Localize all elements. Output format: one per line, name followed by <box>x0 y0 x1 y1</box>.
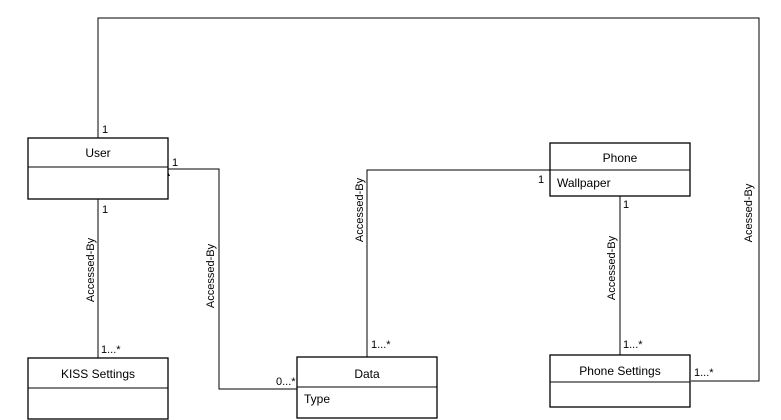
mult-data-left: 0...* <box>276 376 296 388</box>
class-data[interactable]: Data Type <box>296 356 438 419</box>
mult-kiss: 1...* <box>101 344 121 356</box>
class-phone[interactable]: Phone Wallpaper <box>549 142 691 197</box>
mult-user-right: 1 <box>172 157 178 169</box>
class-user[interactable]: User <box>27 137 169 200</box>
mult-phone-left: 1 <box>538 174 544 186</box>
label-user-kiss: Accessed-By <box>85 237 97 302</box>
class-data-name: Data <box>354 367 380 381</box>
class-kiss-settings[interactable]: KISS Settings <box>27 357 169 420</box>
class-phone-attribute: Wallpaper <box>557 176 611 190</box>
class-phone-settings[interactable]: Phone Settings <box>549 354 691 408</box>
class-phone-settings-name: Phone Settings <box>579 364 660 378</box>
mult-user-bottom: 1 <box>102 204 108 216</box>
label-user-data: Accessed-By <box>205 243 217 308</box>
label-phone-data: Accessed-By <box>354 177 366 242</box>
class-phone-name: Phone <box>603 151 638 165</box>
class-kiss-settings-name: KISS Settings <box>61 367 135 381</box>
class-user-name: User <box>85 146 110 160</box>
label-user-phonesettings: Acessed-By <box>743 183 755 242</box>
mult-phonesettings-top: 1...* <box>623 339 643 351</box>
mult-data-top: 1...* <box>371 339 391 351</box>
mult-phonesettings-right: 1...* <box>694 367 714 379</box>
edge-phone-data <box>366 169 550 357</box>
edge-user-data <box>168 168 297 390</box>
mult-user-top: 1 <box>102 124 108 136</box>
label-phone-phonesettings: Accessed-By <box>606 235 618 300</box>
edge-user-phonesettings <box>97 17 760 382</box>
class-data-attribute: Type <box>304 392 330 406</box>
mult-phone-bottom: 1 <box>623 199 629 211</box>
